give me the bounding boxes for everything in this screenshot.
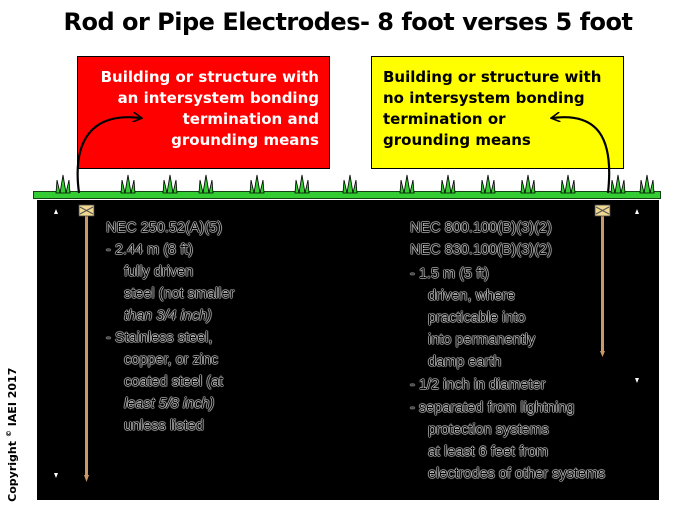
spec-line: - 1.5 m (5 ft)	[410, 266, 489, 282]
spec-line: at least 6 feet from	[428, 444, 549, 460]
grass-tuft	[520, 174, 536, 194]
box-line: grounding means	[171, 131, 319, 149]
grass-tuft	[198, 174, 214, 194]
grass-tuft	[480, 174, 496, 194]
spec-line: fully driven	[124, 264, 194, 280]
spec-line: coated steel (at	[124, 374, 224, 390]
grass-tuft	[440, 174, 456, 194]
spec-line: practicable into	[428, 310, 526, 326]
structure-with-bonding-box: Building or structure with an intersyste…	[77, 56, 330, 169]
box-line: Building or structure with	[383, 68, 602, 86]
spec-line: copper, or zinc	[124, 352, 219, 368]
grass-tuft	[120, 174, 136, 194]
spec-line: - 1/2 inch in diameter	[410, 377, 546, 393]
box-line: grounding means	[383, 131, 531, 149]
code-reference: NEC 250.52(A)(5)	[106, 220, 223, 236]
code-reference: NEC 800.100(B)(3)(2)	[410, 220, 552, 236]
spec-line: - Stainless steel,	[106, 330, 213, 346]
right-bonding-arrow	[552, 117, 611, 194]
grass-tuft	[560, 174, 576, 194]
box-line: termination or	[383, 110, 506, 128]
box-line: Building or structure with	[100, 68, 319, 86]
structure-without-bonding-box: Building or structure with no intersyste…	[371, 56, 624, 169]
spec-line: into permanently	[428, 332, 536, 348]
grass-tufts	[55, 174, 655, 194]
box-line: termination and	[182, 110, 319, 128]
spec-line: - separated from lightning	[410, 400, 575, 416]
scroll-down-marker	[54, 473, 58, 478]
spec-line: than 3/4 inch)	[124, 308, 212, 324]
spec-line: steel (not smaller	[124, 286, 235, 302]
grass-tuft	[294, 174, 310, 194]
spec-line: damp earth	[428, 354, 502, 370]
spec-line: - 2.44 m (8 ft)	[106, 242, 194, 258]
scroll-up-marker	[635, 209, 639, 214]
grass-tuft	[342, 174, 358, 194]
left-bonding-arrow	[76, 117, 141, 194]
spec-line: driven, where	[428, 288, 516, 304]
grass-tuft	[399, 174, 415, 194]
code-reference: NEC 830.100(B)(3)(2)	[410, 242, 552, 258]
grass-tuft	[249, 174, 265, 194]
spec-line: least 5/8 inch)	[124, 396, 215, 412]
scroll-down-marker	[635, 378, 639, 383]
left-rod-electrode	[78, 204, 95, 482]
grass-tuft	[639, 174, 655, 194]
grass-tuft	[162, 174, 178, 194]
copyright-notice: Copyright © IAEI 2017	[5, 367, 19, 502]
spec-line: electrodes of other systems	[428, 466, 606, 482]
earth-cross-section	[37, 200, 659, 500]
grass-tuft	[55, 174, 71, 194]
spec-line: protection systems	[428, 422, 549, 438]
page-title: Rod or Pipe Electrodes- 8 foot verses 5 …	[63, 8, 634, 36]
box-line: an intersystem bonding	[117, 89, 319, 107]
grass-tuft	[610, 174, 626, 194]
spec-line: unless listed	[124, 418, 204, 434]
scroll-up-marker	[54, 209, 58, 214]
box-line: no intersystem bonding	[383, 89, 585, 107]
right-rod-electrode	[594, 204, 611, 357]
